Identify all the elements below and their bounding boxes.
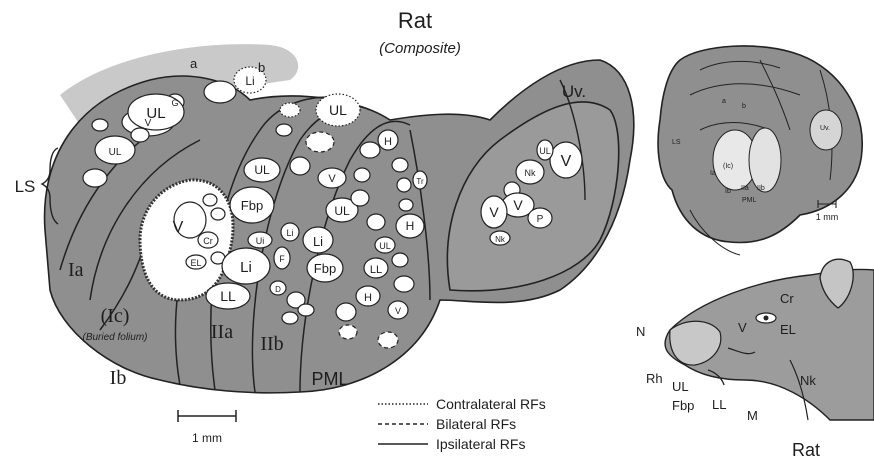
patch-Nk-Uv2: Nk: [495, 235, 506, 244]
patch-UL-Uv: UL: [539, 146, 551, 156]
inset-b-label: b: [742, 103, 746, 110]
inset-Uv-label: Uv.: [820, 125, 830, 132]
patch-Li-IIb2: Li: [286, 228, 293, 238]
inset-scale-label: 1 mm: [816, 212, 839, 222]
legend-label-bilateral: Bilateral RFs: [436, 416, 516, 432]
patch-UL-IIa: UL: [254, 163, 270, 177]
legend-label-ipsilateral: Ipsilateral RFs: [436, 436, 525, 452]
patch-V-IIb: V: [328, 173, 336, 185]
head-Fbp-label: Fbp: [672, 398, 694, 413]
inset-head: Cr EL N V Rh UL Fbp LL M Nk Rat: [636, 259, 874, 460]
head-Cr-label: Cr: [780, 291, 794, 306]
figure-subtitle: (Composite): [379, 40, 461, 57]
label-Ib: Ib: [110, 367, 127, 389]
main-scale-bar: 1 mm: [178, 410, 236, 445]
inset-Ic-label: (Ic): [723, 163, 733, 170]
label-buried-folium: (Buried folium): [82, 332, 147, 343]
patch-Ui-IIa: Ui: [256, 236, 265, 246]
figure-title: Rat: [398, 8, 432, 33]
patch-G-a: G: [171, 98, 178, 108]
label-PML: PML: [311, 369, 348, 389]
patch-LL-PML: LL: [370, 264, 382, 276]
patch-UL-PML: UL: [379, 241, 391, 251]
label-Uv: Uv.: [562, 82, 586, 101]
patch-V-Uv: V: [561, 153, 572, 170]
inset-Ib-label: Ib: [725, 188, 731, 195]
legend-label-contralateral: Contralateral RFs: [436, 396, 546, 412]
patch-LL-IIa: LL: [220, 288, 236, 304]
label-Ic: (Ic): [101, 305, 130, 327]
patch-Tr-PML: Tr: [416, 177, 424, 186]
main-cerebellum: LS a b Ia (Ic) (Buried folium) Ib IIa II…: [15, 44, 634, 393]
inset-PML-label: PML: [742, 197, 757, 204]
inset-ls-label: LS: [672, 139, 681, 146]
inset-brain: LS Ia (Ic) Ib IIa IIb PML Uv. a b 1 mm: [658, 46, 862, 255]
patch-F-IIb: F: [279, 254, 285, 264]
patch-P-Uv: P: [537, 214, 544, 225]
legend: Contralateral RFs Bilateral RFs Ipsilate…: [378, 396, 546, 452]
patch-Nk-Uv: Nk: [525, 168, 536, 178]
patch-H-PML: H: [406, 219, 415, 233]
patch-Li-a: Li: [245, 74, 254, 88]
patch-Fbp-IIb: Fbp: [314, 261, 336, 276]
patch-H-PML3: H: [384, 136, 392, 148]
main-scale-label: 1 mm: [192, 431, 222, 445]
label-Ia: Ia: [68, 259, 84, 281]
patch-V-PML: V: [395, 306, 401, 316]
inset-a-label: a: [722, 98, 726, 105]
head-N-label: N: [636, 324, 645, 339]
patch-V-Uv3: V: [489, 204, 499, 220]
label-IIb: IIb: [260, 333, 283, 355]
head-caption: Rat: [792, 440, 820, 460]
ls-label: LS: [15, 177, 36, 196]
label-a: a: [190, 56, 198, 71]
patch-UL-b: UL: [109, 147, 122, 158]
inset-IIb-label: IIb: [757, 185, 765, 192]
inset-IIa-label: IIa: [741, 185, 749, 192]
patch-Li-IIb: Li: [313, 234, 323, 249]
head-M-label: M: [747, 408, 758, 423]
label-b: b: [258, 60, 265, 75]
patch-D-IIb: D: [275, 285, 281, 294]
patch-UL-IIb2: UL: [334, 204, 350, 218]
patch-EL-ic: EL: [190, 258, 201, 268]
patch-Li-IIa: Li: [240, 259, 252, 276]
patch-Cr-ic: Cr: [203, 236, 213, 246]
head-Nk-label: Nk: [800, 373, 816, 388]
head-UL-label: UL: [672, 379, 689, 394]
label-IIa: IIa: [211, 321, 233, 343]
head-Rh-label: Rh: [646, 371, 663, 386]
patch-V-a: V: [145, 118, 152, 129]
patch-V-Uv2: V: [513, 197, 523, 213]
head-LL-label: LL: [712, 397, 726, 412]
patch-V-ic: V: [173, 219, 184, 236]
head-EL-label: EL: [780, 322, 796, 337]
head-V-label: V: [738, 320, 747, 335]
patch-H-PML2: H: [364, 292, 372, 304]
inset-Ia-label: Ia: [710, 170, 716, 177]
patch-Fbp-IIa: Fbp: [241, 198, 263, 213]
patch-UL-IIb: UL: [329, 102, 347, 118]
